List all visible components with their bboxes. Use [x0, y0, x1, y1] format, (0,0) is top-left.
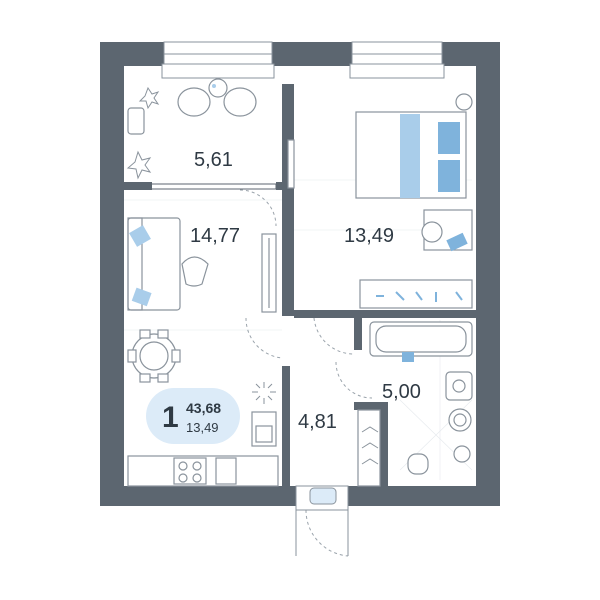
- washing-machine-icon: [448, 408, 472, 432]
- toilet-icon: [407, 453, 429, 475]
- chair-icon: [171, 349, 181, 363]
- badge-background: [146, 388, 240, 444]
- chair-icon: [139, 373, 151, 383]
- wardrobe-icon: [359, 279, 473, 309]
- laptop-icon: [446, 232, 468, 252]
- cushion-icon: [131, 287, 152, 307]
- windows: [123, 41, 445, 190]
- armchair-icon: [177, 87, 211, 117]
- outer-walls: [100, 42, 500, 506]
- washbasin-icon: [445, 371, 473, 401]
- hanger-icon: [361, 426, 379, 465]
- shower-icon: [402, 352, 414, 362]
- chair-icon: [139, 329, 151, 339]
- kitchen: [127, 411, 279, 487]
- chair-icon: [157, 329, 169, 339]
- cushion-icon: [129, 225, 151, 247]
- area-label-hallway: 4,81: [298, 411, 337, 433]
- armchair-icon: [181, 256, 209, 287]
- apartment-badge: 1 43,68 13,49: [146, 388, 240, 444]
- wardrobe-door: [287, 139, 295, 189]
- balcony-sink: [127, 107, 145, 135]
- plant-icon: [126, 150, 152, 180]
- pillow-icon: [438, 160, 460, 192]
- bathroom-fixtures: [369, 321, 473, 475]
- dining-table-icon: [131, 333, 177, 379]
- area-label-bathroom: 5,00: [382, 381, 421, 403]
- balcony-furniture: [126, 78, 257, 180]
- armchair-icon: [223, 87, 257, 117]
- lamp-icon: [252, 382, 276, 404]
- pillow-icon: [438, 122, 460, 154]
- doormat-icon: [309, 487, 337, 505]
- bathtub-icon: [369, 321, 473, 357]
- area-label-kitchen-living: 14,77: [190, 225, 240, 247]
- chair-icon: [127, 349, 137, 363]
- coffee-table-icon: [208, 78, 228, 98]
- hanger-icon: [376, 291, 463, 302]
- area-label-bedroom: 13,49: [344, 225, 394, 247]
- hallway-items: [309, 409, 381, 505]
- oven-icon: [215, 457, 237, 485]
- chair-icon: [157, 373, 169, 383]
- living-furniture: [127, 217, 277, 404]
- laundry-basket-icon: [453, 445, 471, 463]
- stove-icon: [173, 457, 207, 485]
- desk-chair-icon: [421, 221, 443, 243]
- badge-total-area: 43,68: [186, 400, 221, 416]
- closet-icon: [357, 409, 381, 487]
- nightstand-icon: [455, 93, 473, 111]
- badge-living-area: 13,49: [186, 420, 219, 435]
- plant-icon: [138, 86, 160, 110]
- bedroom-furniture: [287, 93, 473, 309]
- badge-room-count: 1: [162, 401, 179, 434]
- area-label-balcony: 5,61: [194, 149, 233, 171]
- blanket-icon: [400, 114, 420, 198]
